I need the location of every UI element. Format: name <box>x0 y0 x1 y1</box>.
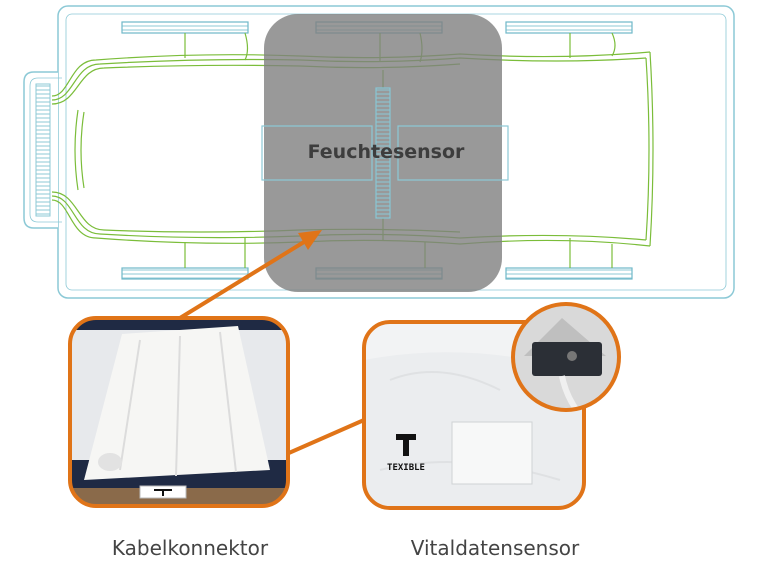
arrow-head-moisture <box>298 230 322 250</box>
brand-label: TEXIBLE <box>387 463 425 473</box>
arrow-to-moisture-sensor <box>178 240 306 320</box>
sensor-detail-inset <box>511 302 621 412</box>
connector-pins <box>35 83 51 217</box>
vital-sensor-caption: Vitaldatensensor <box>410 536 580 560</box>
cable-connector-photo <box>68 316 290 508</box>
texible-t-logo <box>396 434 416 456</box>
moisture-sensor-label: Feuchtesensor <box>308 141 465 163</box>
cable-connector-caption: Kabelkonnektor <box>111 536 269 560</box>
moisture-sensor-electrodes <box>261 87 509 219</box>
vital-sensor-photo: TEXIBLE <box>362 320 586 510</box>
